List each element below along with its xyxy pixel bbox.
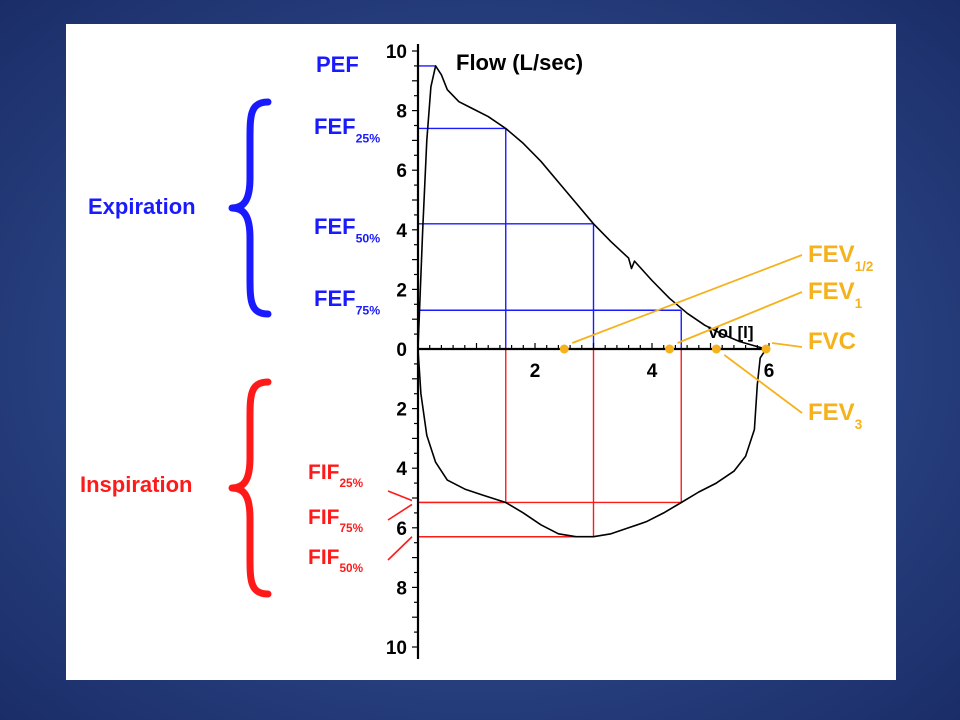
volume-marker-label-1-sub: 1 <box>855 296 863 311</box>
flow-tick-label-down: 4 <box>396 459 407 480</box>
expiration-curve <box>417 65 767 350</box>
flow-tick-label-down: 2 <box>396 400 407 421</box>
fif-label-2-sub: 50% <box>340 562 364 575</box>
flow-tick-label-down: 8 <box>396 578 407 599</box>
fef-label-0-sub: 25% <box>356 131 381 145</box>
fif-label-0-main: FIF <box>308 461 340 484</box>
volume-marker-label-2: FEV3 <box>808 399 862 432</box>
flow-axis-label: Flow (L/sec) <box>456 50 583 75</box>
volume-marker-label-3-main: FVC <box>808 328 856 355</box>
fif-label-0: FIF25% <box>308 461 364 490</box>
fif-label-0-sub: 25% <box>340 477 364 490</box>
inspiration-brace <box>228 378 272 598</box>
volume-tick-label: 6 <box>764 361 775 382</box>
fef-label-2-sub: 75% <box>356 303 381 317</box>
flow-tick-label-down: 6 <box>396 519 407 540</box>
fef-label-1-sub: 50% <box>356 231 381 245</box>
flow-tick-label-up: 2 <box>396 280 407 301</box>
volume-marker-leader-2 <box>723 354 803 414</box>
volume-marker-label-3: FVC <box>808 328 856 355</box>
fif-label-1-main: FIF <box>308 506 340 529</box>
flow-tick-label-up: 4 <box>396 221 407 242</box>
fif-label-1: FIF75% <box>308 506 364 535</box>
volume-marker-dot-1 <box>665 344 675 354</box>
inspiration-curve <box>417 348 767 538</box>
fif-leader-0 <box>387 490 413 502</box>
volume-tick-label: 2 <box>530 361 541 382</box>
flow-tick-label-up: 8 <box>396 102 407 123</box>
fef-label-1: FEF50% <box>314 214 380 245</box>
volume-marker-leader-1 <box>677 291 803 344</box>
volume-marker-dot-3 <box>761 344 771 354</box>
flow-tick-label-up: 6 <box>396 161 407 182</box>
volume-marker-label-0-sub: 1/2 <box>855 259 874 274</box>
volume-tick-label: 4 <box>647 361 658 382</box>
volume-marker-leader-3 <box>771 342 803 348</box>
expiration-group-label: Expiration <box>88 194 196 219</box>
fef-label-0: FEF25% <box>314 114 380 145</box>
fef-label-2: FEF75% <box>314 286 380 317</box>
fef-label-0-main: FEF <box>314 114 356 139</box>
expiration-brace <box>228 98 272 318</box>
volume-axis-label: Vol [l] <box>708 323 754 342</box>
pef-label-main: PEF <box>316 52 359 77</box>
pef-label: PEF <box>316 52 359 77</box>
fif-label-2: FIF50% <box>308 546 364 575</box>
fif-label-2-main: FIF <box>308 546 340 569</box>
volume-marker-label-1: FEV1 <box>808 278 863 311</box>
flow-tick-label-down: 10 <box>386 638 407 659</box>
volume-marker-dot-0 <box>559 344 569 354</box>
fef-label-2-main: FEF <box>314 286 356 311</box>
volume-marker-dot-2 <box>711 344 721 354</box>
volume-marker-label-1-main: FEV <box>808 278 855 305</box>
flow-tick-label-up: 0 <box>396 340 407 361</box>
fif-label-1-sub: 75% <box>340 522 364 535</box>
volume-marker-label-2-main: FEV <box>808 399 855 426</box>
volume-marker-label-2-sub: 3 <box>855 417 862 432</box>
inspiration-group-label: Inspiration <box>80 472 192 497</box>
fif-leader-1 <box>387 503 413 521</box>
volume-marker-label-0: FEV1/2 <box>808 241 873 274</box>
fif-leader-2 <box>387 536 413 561</box>
fef-label-1-main: FEF <box>314 214 356 239</box>
flow-tick-label-up: 10 <box>386 42 407 63</box>
volume-marker-label-0-main: FEV <box>808 241 855 268</box>
volume-marker-leader-0 <box>571 254 803 344</box>
